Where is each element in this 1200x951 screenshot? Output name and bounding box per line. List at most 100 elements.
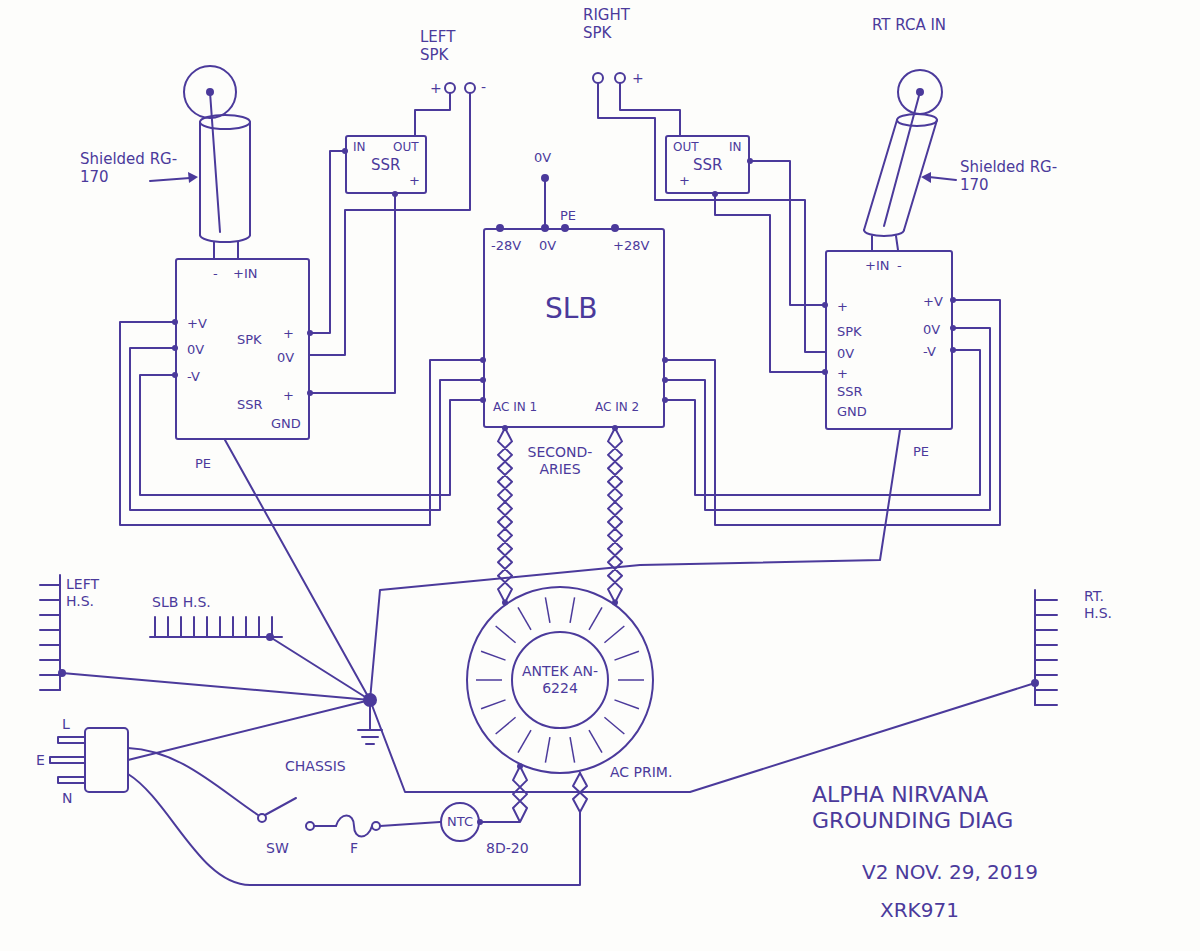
annotation: LEFT H.S. (66, 576, 114, 610)
amp-board: +IN-+SPK0V+SSRGND+V0V-VPE (825, 250, 953, 430)
pin-label: + (283, 388, 294, 404)
pin-label: +28V (613, 238, 649, 254)
pin-label: OUT (673, 140, 699, 154)
wire-connector (310, 194, 395, 393)
pin-label: +IN (865, 258, 889, 274)
wire-connector (715, 194, 825, 372)
winding-hatch (481, 700, 505, 709)
annotation: CHASSIS (285, 758, 346, 775)
left-rca-jack (184, 66, 236, 232)
shielded-cable (864, 120, 897, 230)
pin-label: + (679, 173, 690, 189)
leader-arrow (921, 172, 956, 183)
wire-connector (130, 348, 483, 510)
annotation: XRK971 (880, 898, 959, 922)
annotation: 8D-20 (486, 840, 529, 857)
shielded-cable (871, 236, 873, 250)
wire-connector (310, 151, 345, 333)
pin-label: SSR (237, 397, 263, 413)
chassis-ground (358, 729, 382, 731)
wire-connector (498, 428, 512, 603)
wire-connector (665, 300, 1000, 525)
pin-label: - (213, 266, 218, 282)
pin-dot (542, 175, 548, 181)
pin-dot (662, 397, 668, 403)
pin-label: OUT (393, 140, 419, 154)
mains-wire (128, 774, 580, 885)
heat-sink (150, 636, 282, 638)
toroid-outer (467, 587, 653, 773)
winding-hatch (545, 597, 550, 623)
shielded-cable (864, 114, 937, 250)
annotation: + (430, 80, 442, 97)
pin-label: SPK (837, 324, 862, 340)
winding-hatch (615, 700, 639, 709)
annotation: F (350, 840, 358, 857)
mains-wire (128, 748, 587, 885)
wire-connector (140, 375, 483, 495)
wire-connector (480, 766, 527, 822)
chassis-ground (362, 736, 378, 738)
heat-sink (1034, 590, 1036, 705)
heat-sink (40, 585, 60, 690)
mains-wire (573, 773, 587, 812)
winding-hatch (518, 730, 531, 753)
annotation: Shielded RG-170 (960, 158, 1070, 194)
amp-board: -+IN+V0V-VSPK+0V+SSRGNDPE (175, 258, 310, 440)
annotation: SECOND- ARIES (520, 444, 600, 478)
pin-dot (392, 191, 398, 197)
annotation: Shielded RG-170 (80, 150, 190, 186)
winding-hatch (518, 607, 531, 630)
iec-plug (50, 757, 85, 763)
leader-arrow (921, 172, 931, 183)
mains-wire (380, 822, 440, 826)
pin-label: -28V (491, 238, 521, 254)
leader-arrow (150, 178, 190, 181)
pin-dot (612, 425, 618, 431)
pin-label: GND (271, 416, 301, 432)
iec-plug (50, 728, 128, 792)
mains-wire (265, 798, 296, 815)
shielded-cable (237, 242, 239, 258)
winding-hatch (604, 717, 624, 734)
pin-label: 0V (923, 322, 940, 338)
annotation: RIGHT SPK (583, 6, 655, 42)
winding-hatch (545, 737, 550, 763)
pin-dot (307, 330, 313, 336)
winding-hatch (496, 717, 516, 734)
annotation: RT RCA IN (872, 16, 946, 34)
winding-hatch (496, 626, 516, 643)
mains-wire (306, 822, 314, 830)
pin-label: + (409, 173, 420, 189)
pin-label: AC IN 1 (493, 400, 537, 414)
pin-label: IN (353, 140, 366, 154)
pin-dot (747, 158, 753, 164)
speaker-terminal (465, 83, 475, 93)
ssr-box: OUTINSSR+ (665, 135, 750, 194)
shielded-cable (200, 115, 250, 129)
pin-label: IN (729, 140, 742, 154)
pin-label: 0V (187, 342, 204, 358)
pin-dot (307, 390, 313, 396)
speaker-wire (598, 83, 825, 352)
annotation: V2 NOV. 29, 2019 (862, 860, 1038, 884)
part-label: NTC (447, 814, 473, 830)
speaker-wire (620, 83, 680, 135)
pin-label: +V (923, 294, 943, 310)
mains-wire (372, 822, 380, 830)
shielded-cable (199, 122, 201, 235)
shielded-cable (200, 235, 250, 242)
winding-hatch (481, 651, 505, 660)
pin-label: -V (187, 369, 200, 385)
mains-wire (336, 816, 372, 837)
toroid-inner (512, 632, 608, 728)
mains-wire (573, 773, 587, 812)
pin-label: SPK (237, 332, 262, 348)
annotation: AC PRIM. (610, 764, 672, 781)
heat-sink (155, 617, 272, 637)
pin-label: PE (560, 208, 576, 224)
annotation: + (632, 70, 644, 87)
shielded-cable (249, 122, 251, 235)
